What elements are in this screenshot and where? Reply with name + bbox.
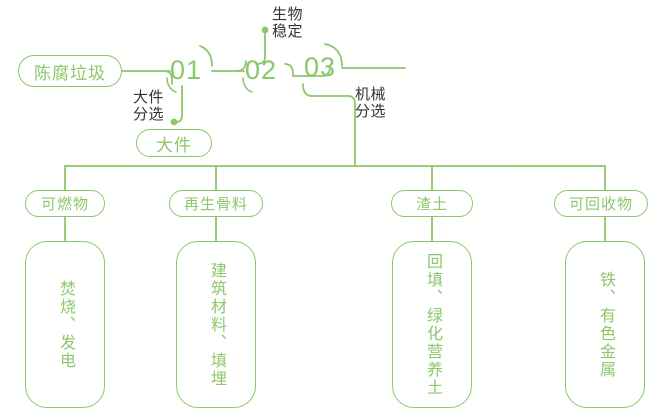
branch-pill-4[interactable]: 可回收物 [554,190,648,217]
branch-box-2[interactable]: 建筑材料、填埋 [176,241,256,408]
branch-box-4-text: 铁、有色金属 [597,270,614,379]
branch-pill-2-label: 再生骨料 [183,196,248,213]
dot-02-riser [261,26,269,34]
branch-pill-2[interactable]: 再生骨料 [169,190,263,217]
branch-box-1-text: 焚烧、发电 [57,279,74,370]
stage-label-01: 大件 分选 [133,89,164,123]
node-side-output-label: 大件 [156,135,192,155]
branch-box-3[interactable]: 回填、绿化营养土 [392,241,472,408]
branch-box-2-text: 建筑材料、填埋 [208,261,225,388]
node-source-label: 陈腐垃圾 [34,63,106,83]
line-03-to-bus [302,83,356,166]
branch-pill-3-label: 渣土 [415,196,448,213]
node-source[interactable]: 陈腐垃圾 [18,55,122,87]
stage-label-03-line-1: 机械 [355,86,387,103]
stage-label-02-line-1: 生物 [272,6,304,23]
branch-box-4[interactable]: 铁、有色金属 [565,241,645,408]
branch-pill-1-label: 可燃物 [40,196,89,213]
stage-number-01: 01 [170,55,203,85]
branch-pill-3[interactable]: 渣土 [391,190,473,217]
branch-pill-4-label: 可回收物 [568,196,633,213]
line-01-to-daijian [175,85,183,123]
branch-box-3-text: 回填、绿化营养土 [424,252,441,397]
stage-label-01-line-2: 分选 [133,106,165,123]
stage-number-03: 03 [304,52,337,82]
stage-label-01-line-1: 大件 [133,89,165,106]
branch-box-1[interactable]: 焚烧、发电 [25,241,105,408]
node-side-output[interactable]: 大件 [136,129,212,157]
stage-label-03: 机械 分选 [355,86,386,120]
branch-pill-1[interactable]: 可燃物 [25,190,105,217]
stage-label-02: 生物 稳定 [272,6,303,40]
stage-number-02: 02 [245,55,278,85]
dot-daijian [170,118,178,126]
stage-label-03-line-2: 分选 [355,103,387,120]
stage-label-02-line-2: 稳定 [272,23,304,40]
